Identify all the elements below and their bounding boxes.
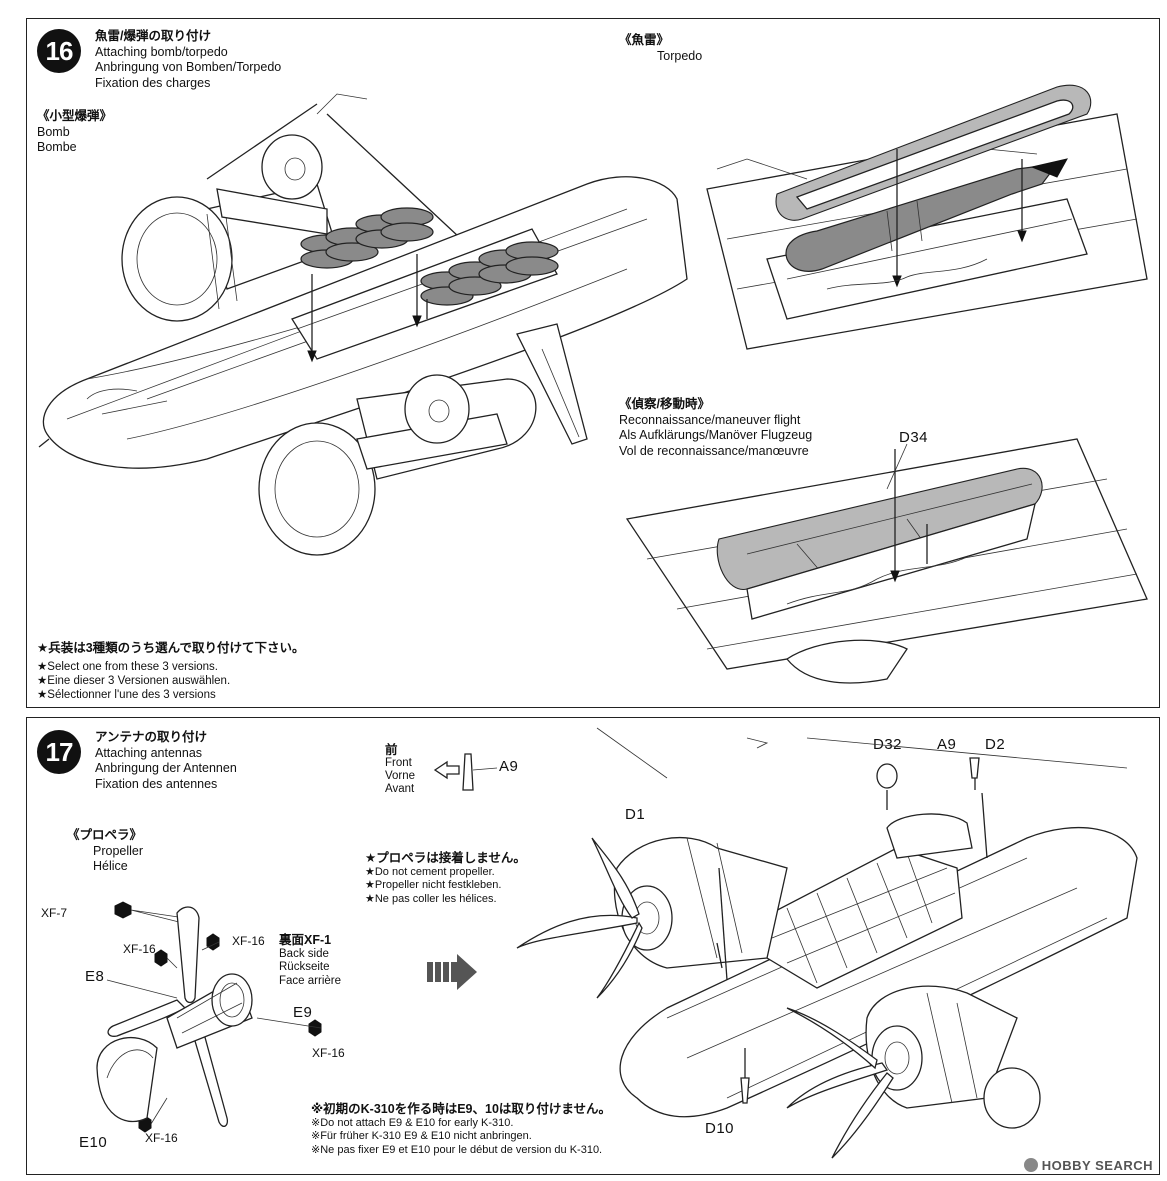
paint-dot-icons <box>106 901 322 1133</box>
step-16-badge: 16 <box>37 29 81 73</box>
propeller-fr: Hélice <box>93 859 128 873</box>
part-d32-label: D32 <box>873 736 903 753</box>
step-17-title-jp: アンテナの取り付け <box>95 730 208 744</box>
back-side-label: 裏面XF-1 Back side Rückseite Face arrière <box>279 933 341 988</box>
paint-xf16-c: XF-16 <box>312 1046 345 1060</box>
propeller-assembly <box>96 906 253 1127</box>
version-note-de: ★Eine dieser 3 Versionen auswählen. <box>37 675 231 687</box>
front-de: Vorne <box>385 770 416 782</box>
watermark: HOBBY SEARCH <box>1023 1158 1153 1173</box>
bomb-label: 《小型爆弾》 Bomb Bombe <box>37 109 112 156</box>
step-17-title-fr: Fixation des antennes <box>95 776 218 791</box>
watermark-text: HOBBY SEARCH <box>1041 1158 1153 1173</box>
back-de: Rückseite <box>279 961 330 973</box>
version-note-jp: ★兵装は3種類のうち選んで取り付けて下さい。 <box>37 641 305 655</box>
paint-xf16-b: XF-16 <box>232 934 265 948</box>
recon-label-en: Reconnaissance/maneuver flight <box>619 412 801 427</box>
bomb-label-en: Bomb <box>37 124 70 139</box>
torpedo-label-en: Torpedo <box>657 48 703 63</box>
step-16-panel: 16 魚雷/爆弾の取り付け Attaching bomb/torpedo Anb… <box>26 18 1160 708</box>
recon-label-jp: 《偵察/移動時》 <box>619 397 710 411</box>
part-e10-label: E10 <box>79 1134 108 1151</box>
step-17-title-en: Attaching antennas <box>95 745 203 760</box>
torpedo-label-jp: 《魚雷》 <box>619 33 670 47</box>
step-16-drawing <box>38 84 1148 684</box>
part-d1-label: D1 <box>625 806 646 823</box>
step-16-number: 16 <box>45 35 74 66</box>
prop-note-jp: ★プロペラは接着しません。 <box>365 851 526 865</box>
step-16-title-en: Attaching bomb/torpedo <box>95 44 228 59</box>
back-jp: 裏面XF-1 <box>279 933 332 947</box>
back-fr: Face arrière <box>279 974 341 987</box>
bomb-cluster-2 <box>420 241 559 306</box>
prop-note-en: ★Do not cement propeller. <box>365 865 495 878</box>
step-16-title-fr: Fixation des charges <box>95 75 211 90</box>
part-d2-label: D2 <box>985 736 1006 753</box>
version-note-fr: ★Sélectionner l'une des 3 versions <box>37 689 216 701</box>
propeller-jp: 《プロペラ》 <box>67 828 143 842</box>
propeller-en: Propeller <box>93 843 144 858</box>
torpedo-version-aircraft <box>706 84 1148 350</box>
torpedo-label: 《魚雷》 Torpedo <box>619 33 702 64</box>
step-17-number: 17 <box>45 736 74 767</box>
part-d10-label: D10 <box>705 1120 735 1137</box>
back-en: Back side <box>279 947 329 960</box>
step-17-panel: 17 アンテナの取り付け Attaching antennas Anbringu… <box>26 717 1160 1175</box>
antenna-aircraft <box>516 727 1138 1159</box>
bomb-label-jp: 《小型爆弾》 <box>37 109 113 123</box>
step-17-drawing <box>96 727 1138 1159</box>
bomb-version-aircraft <box>38 93 688 556</box>
propeller-note: ★プロペラは接着しません。 ★Do not cement propeller. … <box>365 851 526 906</box>
early-note-fr: ※Ne pas fixer E9 et E10 pour le début de… <box>311 1143 603 1156</box>
recon-version-aircraft <box>625 438 1148 684</box>
paint-xf7: XF-7 <box>41 906 68 920</box>
front-jp: 前 <box>385 743 398 757</box>
recon-label-de: Als Aufklärungs/Manöver Flugzeug <box>619 428 813 442</box>
step-16-title: 魚雷/爆弾の取り付け Attaching bomb/torpedo Anbrin… <box>95 29 281 91</box>
paint-xf16-d: XF-16 <box>145 1131 178 1145</box>
step-16-title-de: Anbringung von Bomben/Torpedo <box>95 60 282 74</box>
early-note-de: ※Für früher K-310 E9 & E10 nicht anbring… <box>311 1130 532 1142</box>
bomb-label-fr: Bombe <box>37 140 77 154</box>
step-17-badge: 17 <box>37 730 81 774</box>
prop-note-fr: ★Ne pas coller les hélices. <box>365 892 497 905</box>
step-17-title: アンテナの取り付け Attaching antennas Anbringung … <box>95 730 237 792</box>
front-arrow-icon <box>433 753 498 791</box>
recon-label-fr: Vol de reconnaissance/manœuvre <box>619 443 809 458</box>
recon-label: 《偵察/移動時》 Reconnaissance/maneuver flight … <box>619 397 812 459</box>
part-e8-label: E8 <box>85 968 105 985</box>
paint-xf16-a: XF-16 <box>123 942 156 956</box>
propeller-label: 《プロペラ》 Propeller Hélice <box>67 828 143 875</box>
bomb-cluster-1 <box>300 207 434 269</box>
prop-note-de: ★Propeller nicht festkleben. <box>365 879 502 891</box>
watermark-logo-icon <box>1023 1158 1038 1172</box>
direction-arrow-icon <box>427 954 477 990</box>
early-note-en: ※Do not attach E9 & E10 for early K-310. <box>311 1116 514 1129</box>
step-16-title-jp: 魚雷/爆弾の取り付け <box>95 29 211 43</box>
step-17-title-de: Anbringung der Antennen <box>95 761 237 775</box>
part-e9-label: E9 <box>293 1004 313 1021</box>
early-version-note: ※初期のK-310を作る時はE9、10は取り付けません。 ※Do not att… <box>311 1102 612 1157</box>
version-notes: ★兵装は3種類のうち選んで取り付けて下さい。 ★Select one from … <box>37 641 305 702</box>
early-note-jp: ※初期のK-310を作る時はE9、10は取り付けません。 <box>311 1102 612 1116</box>
part-a9-label: A9 <box>937 736 957 753</box>
front-direction-label: 前 Front Vorne Avant <box>385 744 415 796</box>
front-en: Front <box>385 757 412 769</box>
front-part-a9: A9 <box>499 758 519 775</box>
version-note-en: ★Select one from these 3 versions. <box>37 661 218 673</box>
front-fr: Avant <box>385 783 415 795</box>
part-d34-label: D34 <box>899 429 929 446</box>
